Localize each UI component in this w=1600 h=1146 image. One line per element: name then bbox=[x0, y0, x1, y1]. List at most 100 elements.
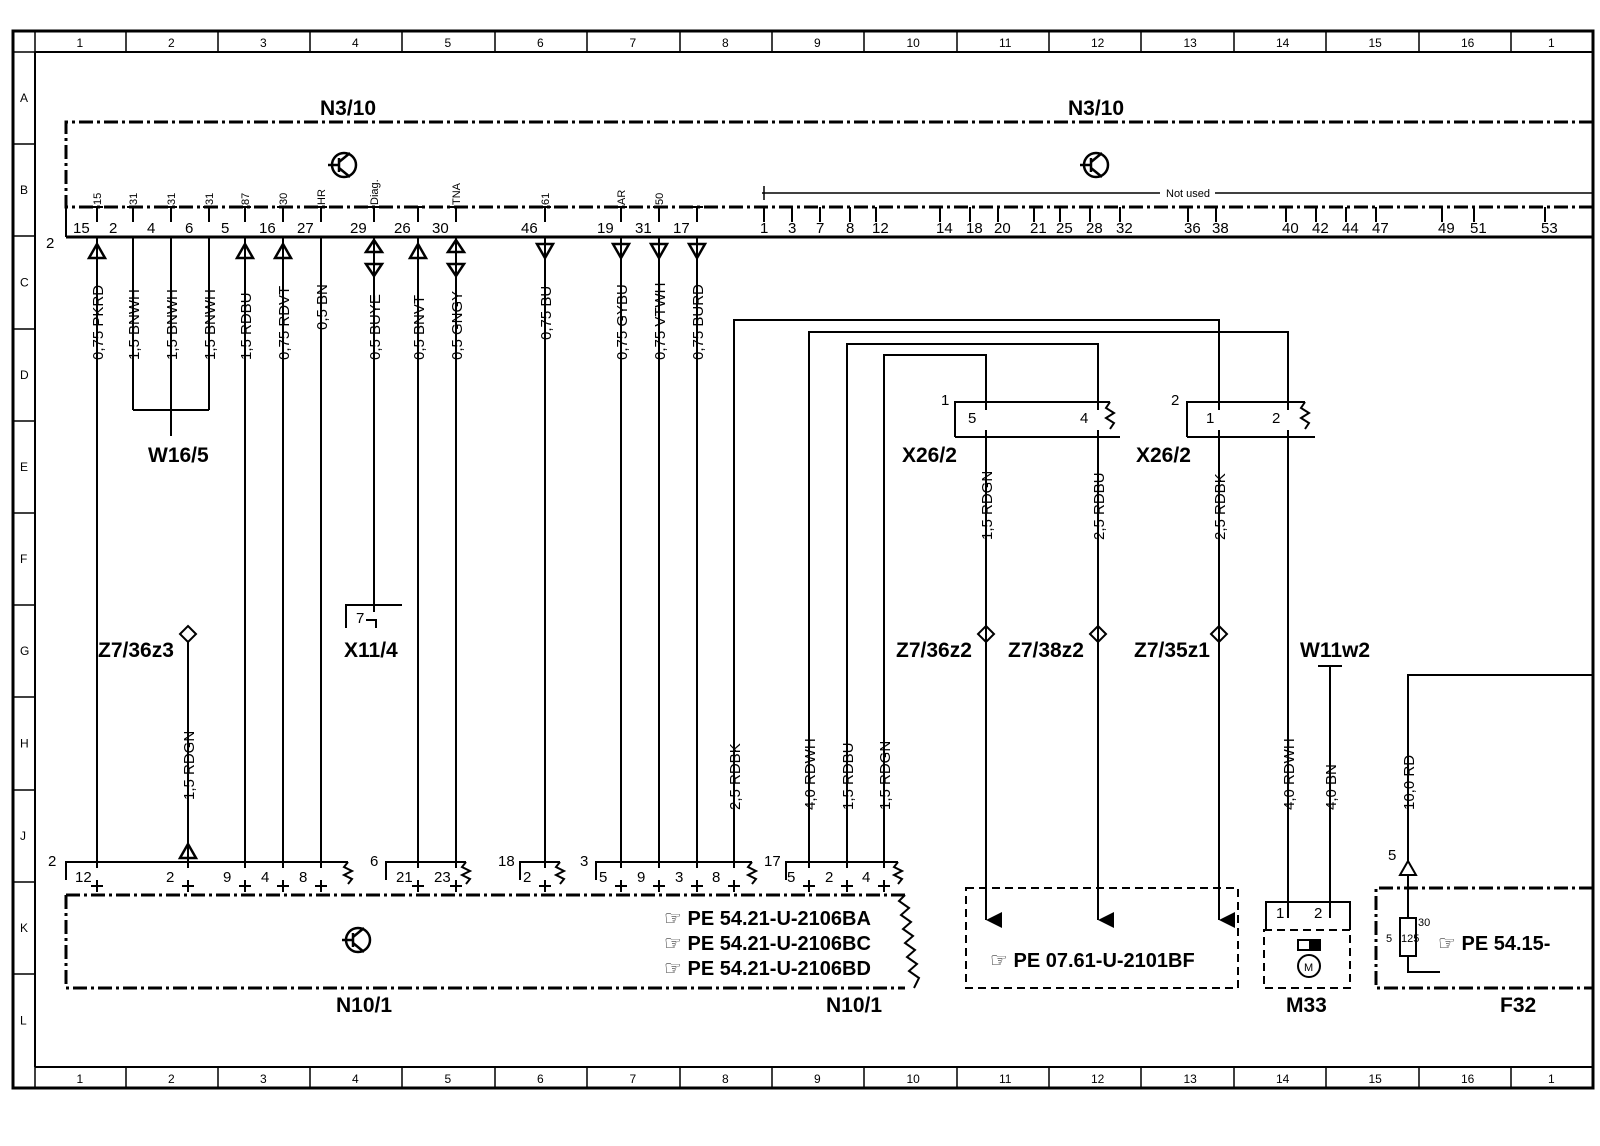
wire-label: 4,0 RDWH bbox=[1281, 738, 1298, 810]
n10-1-label-left: N10/1 bbox=[336, 994, 392, 1017]
frame-column-number: 15 bbox=[1369, 36, 1383, 50]
frame-column-number: 9 bbox=[814, 36, 821, 50]
frame-column-number: 12 bbox=[1091, 1072, 1105, 1086]
n3-pin-contact bbox=[653, 206, 665, 222]
frame-column-number: 1 bbox=[77, 1072, 84, 1086]
n10-1-module: N10/1 N10/1 ☞ PE 54.21-U-2106BA ☞ PE 54.… bbox=[64, 893, 921, 1017]
n10-pin-number: 2 bbox=[825, 869, 833, 886]
n3-connector-number: 2 bbox=[46, 235, 54, 252]
n3-pin-contact bbox=[615, 206, 627, 222]
frame-column-number: 2 bbox=[168, 36, 175, 50]
frame-column-number: 13 bbox=[1184, 36, 1198, 50]
x26-connector-number: 2 bbox=[1171, 392, 1179, 409]
n10-connector-number: 2 bbox=[48, 853, 56, 870]
wire-bundle-n10-right bbox=[733, 319, 1289, 868]
frame-column-number: 1 bbox=[1548, 1072, 1555, 1086]
pe-ref-link-2[interactable]: ☞ PE 54.21-U-2106BC bbox=[664, 933, 871, 955]
frame-row-letter: H bbox=[20, 737, 29, 751]
n3-pin-contact bbox=[203, 206, 215, 222]
frame-column-number: 14 bbox=[1276, 36, 1290, 50]
n3-unused-pin-number: 12 bbox=[872, 220, 889, 237]
n3-unused-pin-number: 32 bbox=[1116, 220, 1133, 237]
n3-pin-contact bbox=[315, 206, 327, 222]
n3-unused-pin-number: 8 bbox=[846, 220, 854, 237]
pe-ref-link-5[interactable]: ☞ PE 54.15- bbox=[1438, 933, 1550, 955]
n3-pin-signal: 31 bbox=[166, 193, 178, 205]
n3-pin-number: 2 bbox=[109, 220, 117, 237]
x26-pin: 5 bbox=[968, 410, 976, 427]
n3-pin-number: 29 bbox=[350, 220, 367, 237]
n3-unused-pin-number: 14 bbox=[936, 220, 953, 237]
wire-label: 0,75 PKRD bbox=[90, 285, 107, 360]
frame-row-letter: L bbox=[20, 1014, 27, 1028]
x26-2-label-b: X26/2 bbox=[1136, 444, 1191, 467]
n10-pin-number: 8 bbox=[299, 869, 307, 886]
wire-label: 0,75 RDVT bbox=[276, 286, 293, 360]
frame-column-number: 15 bbox=[1369, 1072, 1383, 1086]
x26-pin: 1 bbox=[1206, 410, 1214, 427]
m33-label: M33 bbox=[1286, 994, 1327, 1017]
x26-pin: 2 bbox=[1272, 410, 1280, 427]
n3-unused-pin-number: 1 bbox=[760, 220, 768, 237]
n10-pin-number: 9 bbox=[223, 869, 231, 886]
frame-row-letter: F bbox=[20, 552, 27, 566]
frame-row-letter: A bbox=[20, 91, 28, 105]
w16-5-label: W16/5 bbox=[148, 444, 209, 467]
n10-pin-number: 23 bbox=[434, 869, 451, 886]
n3-pin-signal: TNA bbox=[451, 182, 463, 205]
wire-bundle-n3 bbox=[96, 238, 698, 868]
n10-pin-number: 8 bbox=[712, 869, 720, 886]
n10-pin-number: 5 bbox=[787, 869, 795, 886]
wire-label: 0,75 BU bbox=[538, 286, 555, 340]
frame-column-number: 3 bbox=[260, 36, 267, 50]
n10-pin-contact bbox=[841, 880, 853, 892]
frame-column-number: 9 bbox=[814, 1072, 821, 1086]
n3-pin-number: 27 bbox=[297, 220, 314, 237]
wire-label: 0,75 BURD bbox=[690, 284, 707, 360]
n10-pin-contact bbox=[450, 880, 462, 892]
frame-row-letter: E bbox=[20, 460, 28, 474]
n10-pin-number: 2 bbox=[166, 869, 174, 886]
n3-unused-pin-number: 42 bbox=[1312, 220, 1329, 237]
n10-connector-number: 18 bbox=[498, 853, 515, 870]
frame-column-number: 16 bbox=[1461, 36, 1475, 50]
n3-unused-pin-number: 44 bbox=[1342, 220, 1359, 237]
frame-column-number: 1 bbox=[1548, 36, 1555, 50]
n3-pin-signal: HR bbox=[316, 189, 328, 205]
wire-label: 0,5 BUYE bbox=[367, 294, 384, 360]
f32-connector-number: 5 bbox=[1388, 847, 1396, 864]
n10-pin-contact bbox=[239, 880, 251, 892]
z7-36z3-splice bbox=[178, 624, 198, 868]
n3-unused-pin-number: 51 bbox=[1470, 220, 1487, 237]
x26-2-connectors bbox=[954, 401, 1315, 438]
wire-label: 1,5 RDBU bbox=[840, 742, 857, 810]
w11w2-label: W11w2 bbox=[1300, 639, 1370, 662]
n3-pin-signal: 31 bbox=[128, 193, 140, 205]
frame-column-number: 8 bbox=[722, 1072, 729, 1086]
pe-ref-link-1[interactable]: ☞ PE 54.21-U-2106BA bbox=[664, 908, 871, 930]
n3-pin-contact bbox=[368, 206, 380, 222]
frame-column-number: 1 bbox=[77, 36, 84, 50]
m33-pin: 2 bbox=[1314, 905, 1322, 922]
n10-pin-contact bbox=[539, 880, 551, 892]
frame-row-letter: B bbox=[20, 183, 28, 197]
n10-connector-number: 6 bbox=[370, 853, 378, 870]
wire-label: 2,5 RDBK bbox=[1212, 473, 1229, 540]
wire-label: 1,5 RDGN bbox=[877, 741, 894, 810]
z7-36z2-label: Z7/36z2 bbox=[896, 639, 972, 662]
pe-ref-link-3[interactable]: ☞ PE 54.21-U-2106BD bbox=[664, 958, 871, 980]
x11-4-label: X11/4 bbox=[344, 639, 398, 662]
n10-pin-contact bbox=[615, 880, 627, 892]
f32-fuse-rating: 125 bbox=[1401, 933, 1419, 945]
n3-unused-pin-number: 53 bbox=[1541, 220, 1558, 237]
frame-row-letter: J bbox=[20, 829, 26, 843]
pe-ref-link-4[interactable]: ☞ PE 07.61-U-2101BF bbox=[990, 950, 1195, 972]
wire-label: 0,5 GNGY bbox=[449, 291, 466, 360]
wire-label: 1,5 RDGN bbox=[979, 471, 996, 540]
n10-pin-number: 5 bbox=[599, 869, 607, 886]
wire-label: 0,5 BNVT bbox=[411, 295, 428, 360]
wire-label: 0,5 BN bbox=[314, 284, 331, 330]
